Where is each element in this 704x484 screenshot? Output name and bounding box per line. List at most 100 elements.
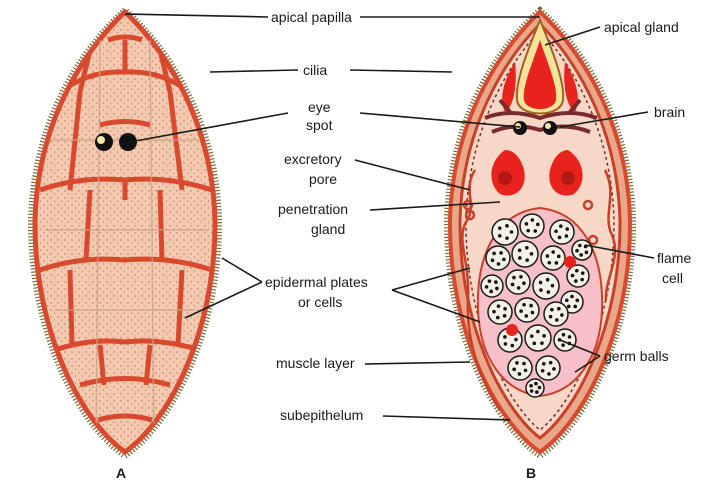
germ-ball — [541, 246, 565, 270]
germ-ball-nucleus — [495, 287, 499, 291]
germ-ball-nucleus — [505, 236, 509, 240]
germ-ball-nucleus — [581, 271, 585, 275]
germ-ball-nucleus — [573, 305, 577, 309]
germ-ball — [506, 270, 530, 294]
germ-ball-nucleus — [540, 341, 544, 345]
germ-ball — [544, 302, 568, 326]
label-epidermal-2: or cells — [298, 294, 342, 310]
germ-ball-nucleus — [580, 278, 584, 282]
germ-ball-nucleus — [532, 342, 536, 346]
germ-ball-nucleus — [494, 280, 498, 284]
germ-ball-nucleus — [518, 256, 522, 260]
germ-ball-nucleus — [571, 274, 575, 278]
germ-ball-nucleus — [574, 279, 578, 283]
germ-ball-nucleus — [550, 308, 554, 312]
germ-ball — [520, 214, 544, 238]
label-epidermal-1: epidermal plates — [265, 274, 368, 290]
larva-b — [447, 10, 633, 456]
germ-ball-nucleus — [575, 269, 579, 273]
germ-ball-nucleus — [568, 335, 572, 339]
germ-ball-nucleus — [498, 234, 502, 238]
germ-ball-nucleus — [567, 305, 571, 309]
label-brain: brain — [654, 104, 685, 120]
germ-ball-nucleus — [529, 304, 533, 308]
germ-ball-nucleus — [510, 230, 514, 234]
germ-ball-nucleus — [522, 362, 526, 366]
germ-ball-nucleus — [525, 222, 529, 226]
larva-a — [31, 10, 219, 456]
germ-ball-nucleus — [538, 386, 542, 390]
germ-ball-nucleus — [511, 283, 515, 287]
germ-ball-nucleus — [561, 343, 565, 347]
germ-ball-nucleus — [551, 250, 555, 254]
germ-ball-nucleus — [575, 249, 579, 253]
germ-ball — [533, 273, 559, 299]
germ-ball-nucleus — [542, 362, 546, 366]
germ-ball-nucleus — [511, 344, 515, 348]
germ-ball-nucleus — [531, 218, 535, 222]
germ-ball-nucleus — [491, 259, 495, 263]
germ-ball — [567, 265, 589, 287]
germ-ball-nucleus — [488, 279, 492, 283]
germ-ball-nucleus — [552, 367, 556, 371]
germ-ball-nucleus — [504, 342, 508, 346]
germ-ball — [526, 379, 544, 397]
germ-ball-nucleus — [579, 253, 583, 257]
germ-ball-nucleus — [526, 229, 530, 233]
germ-ball-nucleus — [565, 227, 569, 231]
germ-ball-nucleus — [518, 249, 522, 253]
germ-ball-nucleus — [530, 252, 534, 256]
label-muscle-layer: muscle layer — [276, 355, 355, 371]
label-apical-papilla: apical papilla — [271, 9, 352, 25]
germ-ball-nucleus — [551, 284, 555, 288]
germ-ball-nucleus — [512, 276, 516, 280]
label-flame-cell-1: flame — [657, 250, 691, 266]
label-eye-spot-2: spot — [306, 117, 333, 133]
germ-ball-nucleus — [559, 224, 563, 228]
germ-ball-nucleus — [505, 224, 509, 228]
label-apical-gland: apical gland — [604, 19, 679, 35]
germ-ball-nucleus — [502, 258, 506, 262]
red-cell — [506, 324, 518, 336]
germ-ball-nucleus — [530, 389, 534, 393]
germ-ball-nucleus — [539, 281, 543, 285]
germ-ball — [554, 329, 576, 351]
figure-label-a: A — [116, 465, 126, 481]
germ-ball — [486, 246, 510, 270]
germ-ball — [550, 220, 574, 244]
germ-ball-nucleus — [565, 234, 569, 238]
germ-ball-nucleus — [503, 307, 507, 311]
germ-ball-nucleus — [565, 298, 569, 302]
germ-ball-nucleus — [578, 244, 582, 248]
label-flame-cell-2: cell — [662, 270, 683, 286]
germ-ball-nucleus — [522, 303, 526, 307]
germ-ball-nucleus — [554, 230, 558, 234]
germ-ball — [508, 356, 532, 380]
germ-ball-nucleus — [517, 286, 521, 290]
germ-ball-nucleus — [557, 255, 561, 259]
label-germ-balls: germ balls — [604, 348, 669, 364]
germ-ball-nucleus — [524, 314, 528, 318]
germ-ball-nucleus — [489, 290, 493, 294]
germ-ball-nucleus — [547, 372, 551, 376]
germ-ball-nucleus — [485, 285, 489, 289]
germ-ball-nucleus — [497, 304, 501, 308]
germ-ball-nucleus — [541, 369, 545, 373]
germ-ball-nucleus — [524, 369, 528, 373]
label-eye-spot-1: eye — [308, 99, 331, 115]
germ-ball — [572, 240, 592, 260]
label-excretory-pore-1: excretory — [284, 151, 342, 167]
germ-ball-nucleus — [536, 223, 540, 227]
germ-ball-nucleus — [558, 236, 562, 240]
germ-ball-nucleus — [512, 368, 516, 372]
germ-ball-nucleus — [549, 361, 553, 365]
germ-ball-nucleus — [535, 390, 539, 394]
germ-ball — [536, 356, 560, 380]
germ-ball-nucleus — [525, 258, 529, 262]
germ-ball-nucleus — [536, 330, 540, 334]
germ-ball-nucleus — [542, 334, 546, 338]
germ-ball-nucleus — [549, 315, 553, 319]
germ-ball-nucleus — [555, 261, 559, 265]
germ-ball-nucleus — [519, 309, 523, 313]
